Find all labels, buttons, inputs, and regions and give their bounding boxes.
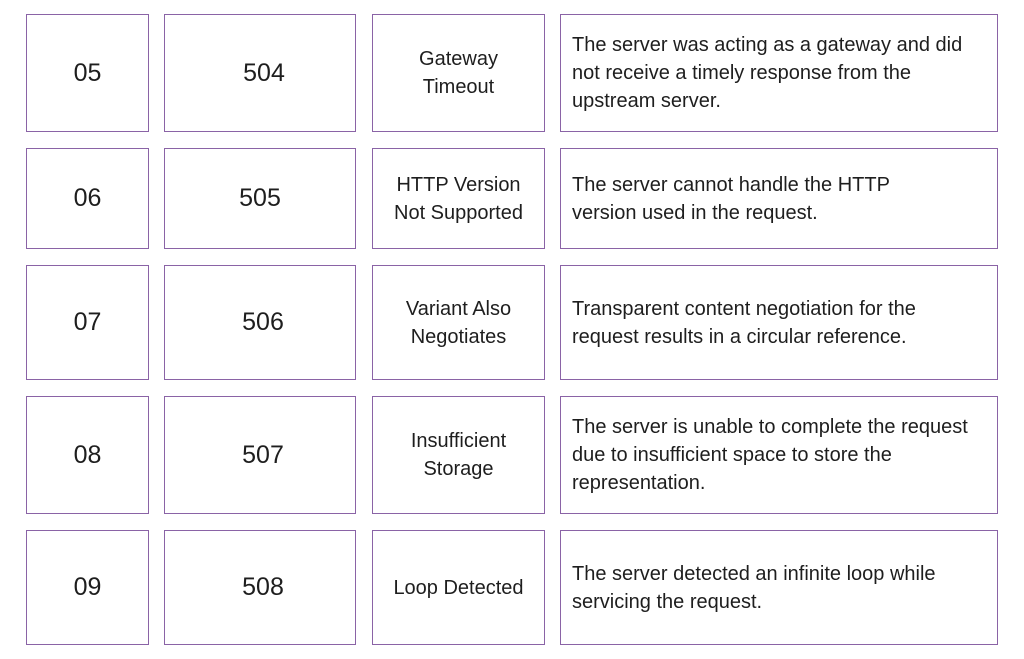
status-code: 507 [242, 440, 284, 469]
description-cell: The server was acting as a gateway and d… [560, 14, 998, 132]
status-description: The server is unable to complete the req… [572, 416, 968, 494]
status-code: 506 [242, 308, 284, 336]
status-name-cell: Loop Detected [372, 530, 545, 645]
status-code: 505 [239, 184, 281, 212]
status-code: 504 [243, 58, 285, 87]
status-name: HTTP Version Not Supported [394, 173, 523, 224]
row-number: 06 [73, 184, 102, 212]
status-name-cell: Insufficient Storage [372, 396, 545, 514]
row-number-cell: 06 [26, 148, 149, 249]
row-number: 05 [73, 58, 102, 87]
status-name: Loop Detected [393, 576, 524, 599]
description-cell: The server is unable to complete the req… [560, 396, 998, 514]
status-code-cell: 504 [164, 14, 356, 132]
status-description: The server cannot handle the HTTP versio… [572, 173, 890, 224]
row-number: 08 [73, 440, 102, 469]
status-code-cell: 506 [164, 265, 356, 380]
description-cell: The server detected an infinite loop whi… [560, 530, 998, 645]
table-row: 06 505 HTTP Version Not Supported The se… [0, 148, 1024, 249]
status-code-cell: 508 [164, 530, 356, 645]
status-code-cell: 505 [164, 148, 356, 249]
status-name-cell: HTTP Version Not Supported [372, 148, 545, 249]
table-row: 09 508 Loop Detected The server detected… [0, 530, 1024, 645]
row-number-cell: 08 [26, 396, 149, 514]
row-number-cell: 07 [26, 265, 149, 380]
status-name-cell: Variant Also Negotiates [372, 265, 545, 380]
row-number: 09 [73, 573, 102, 601]
row-number-cell: 09 [26, 530, 149, 645]
row-number: 07 [73, 308, 102, 336]
status-code: 508 [242, 573, 284, 601]
table-row: 07 506 Variant Also Negotiates Transpare… [0, 265, 1024, 380]
status-description: The server was acting as a gateway and d… [572, 34, 963, 112]
status-name: Variant Also Negotiates [405, 297, 512, 348]
status-code-cell: 507 [164, 396, 356, 514]
table-row: 05 504 Gateway Timeout The server was ac… [0, 14, 1024, 132]
status-name: Gateway Timeout [419, 48, 498, 98]
status-name-cell: Gateway Timeout [372, 14, 545, 132]
row-number-cell: 05 [26, 14, 149, 132]
table-row: 08 507 Insufficient Storage The server i… [0, 396, 1024, 514]
description-cell: Transparent content negotiation for the … [560, 265, 998, 380]
status-description: Transparent content negotiation for the … [572, 297, 916, 348]
description-cell: The server cannot handle the HTTP versio… [560, 148, 998, 249]
status-description: The server detected an infinite loop whi… [572, 562, 936, 613]
status-name: Insufficient Storage [410, 430, 507, 480]
